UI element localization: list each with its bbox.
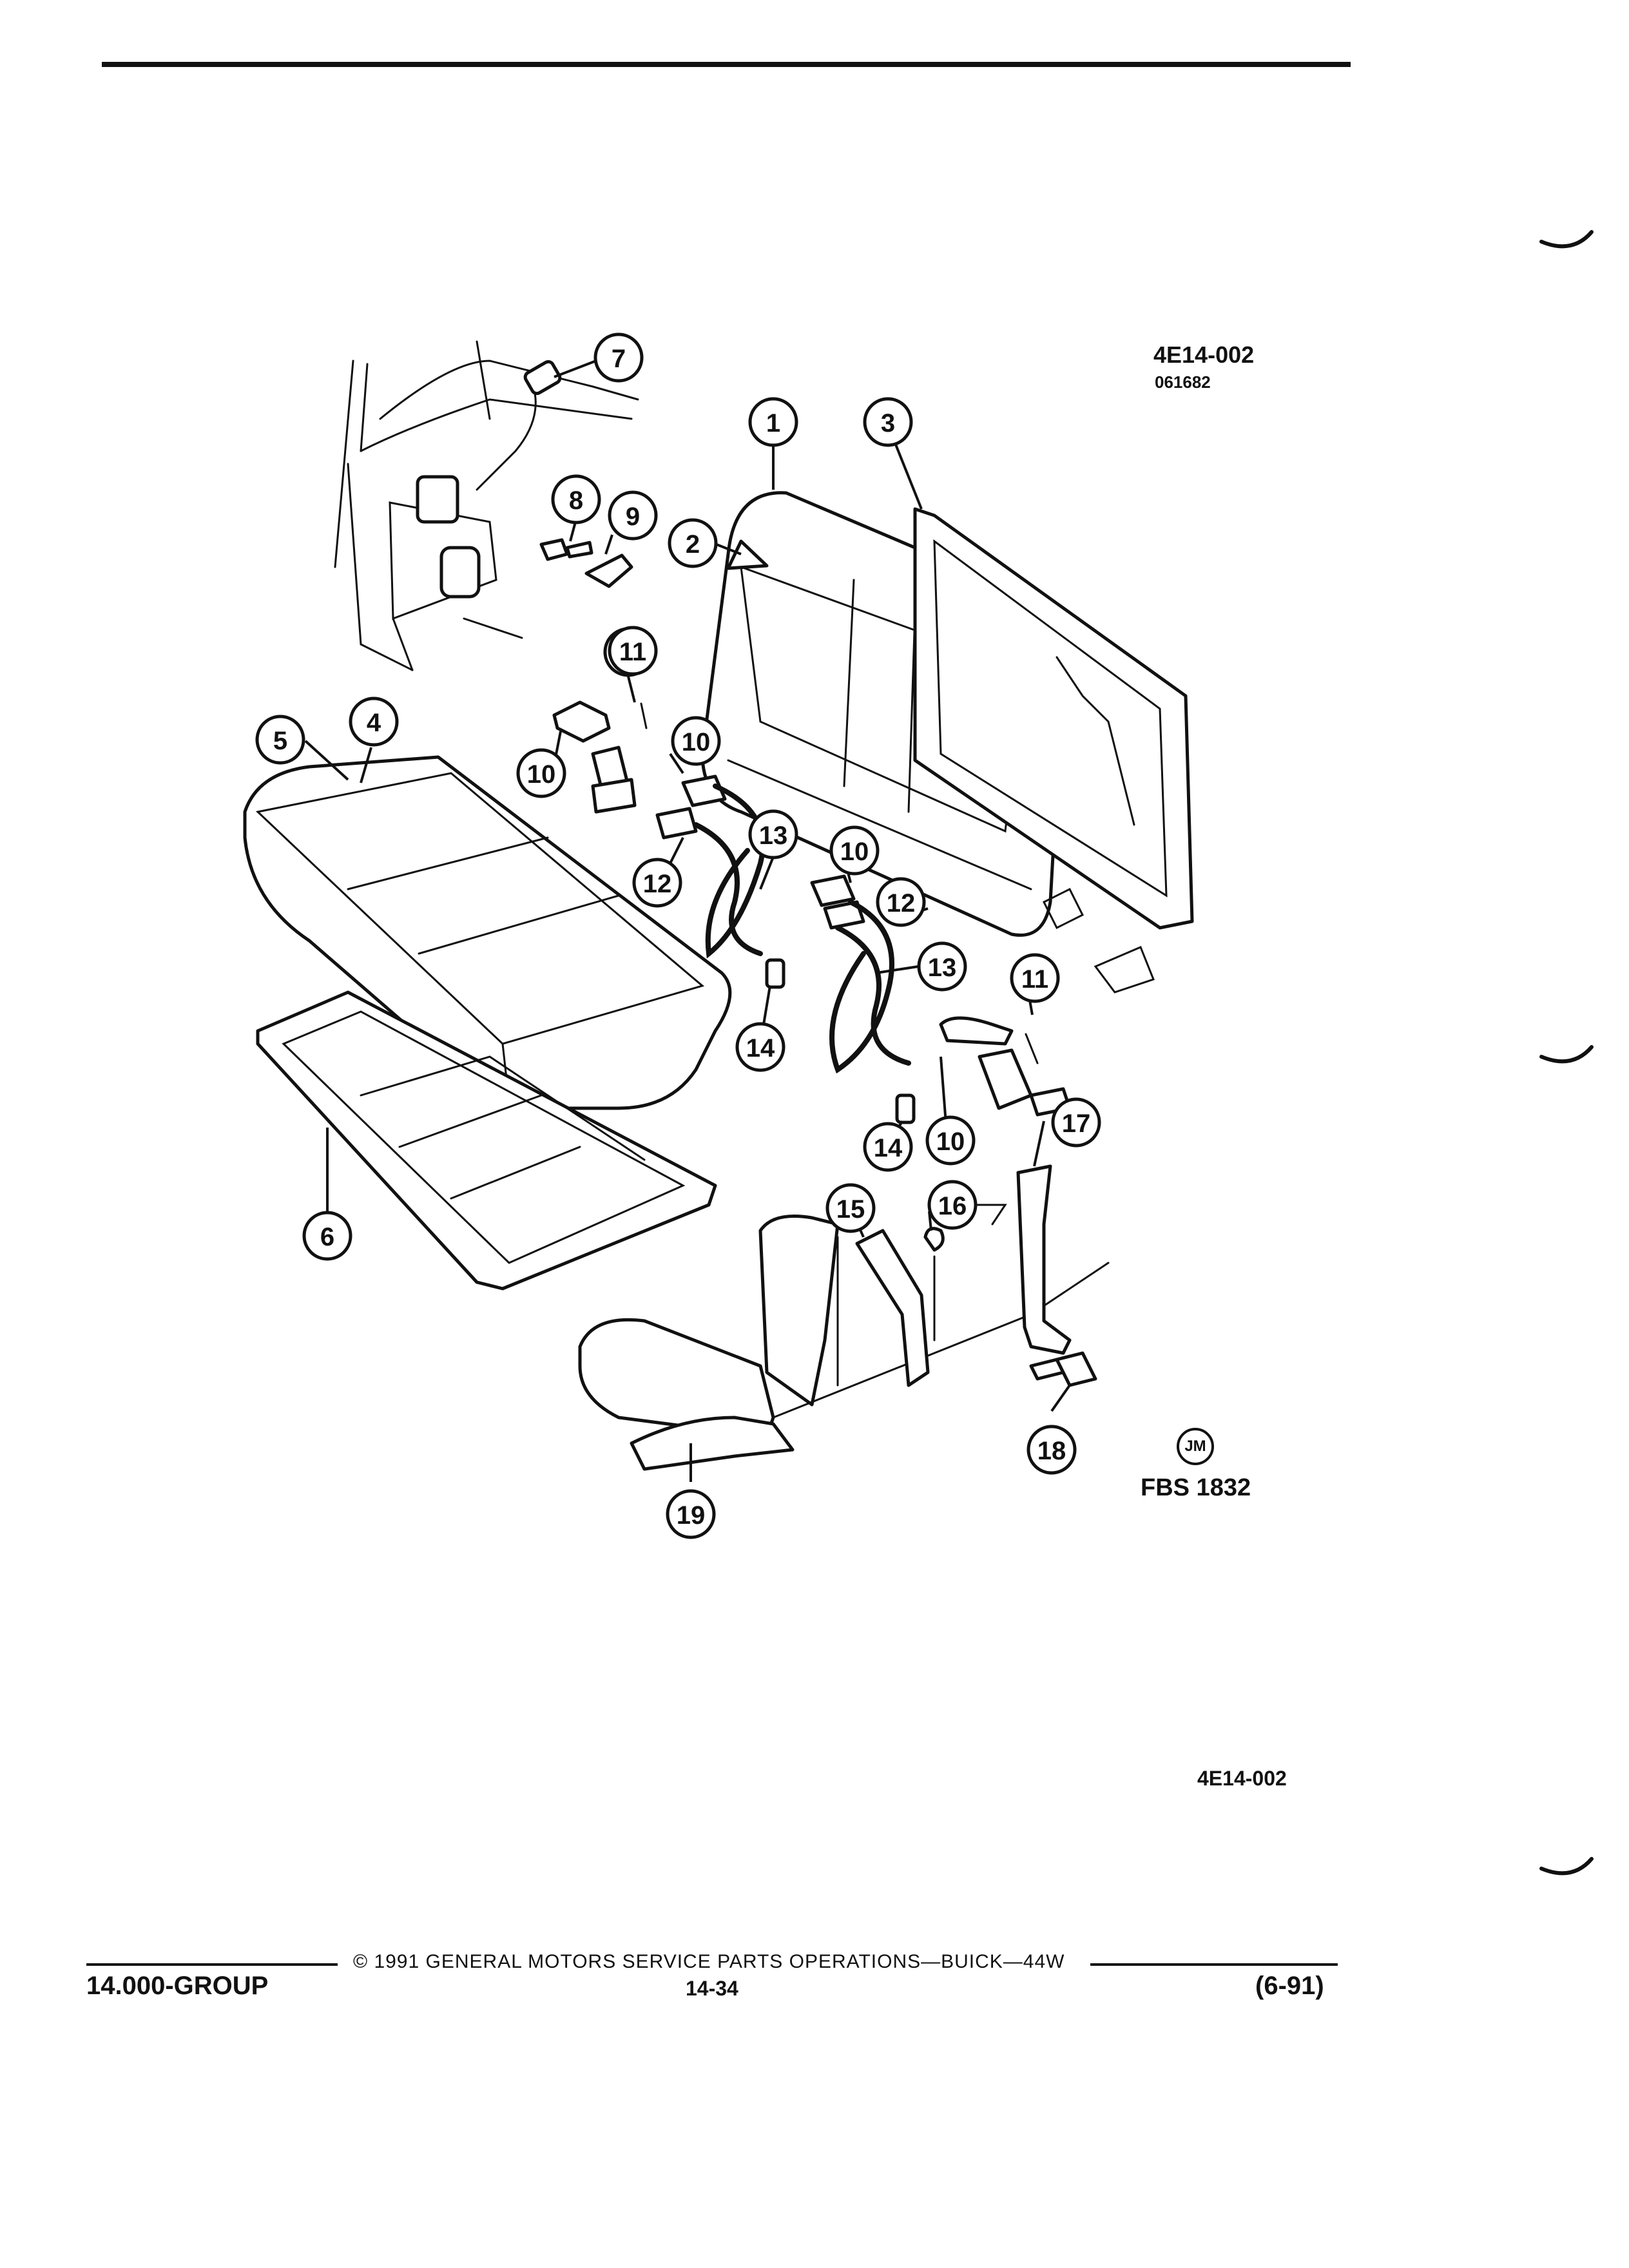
callout-16: 16 xyxy=(927,1180,978,1230)
callout-10: 10 xyxy=(829,825,880,876)
footer-rule-left xyxy=(86,1963,338,1966)
callout-number: 2 xyxy=(686,530,700,559)
callout-number: 14 xyxy=(874,1134,903,1162)
callout-number: 10 xyxy=(840,838,869,866)
callout-number: 9 xyxy=(626,503,640,531)
callout-13: 13 xyxy=(917,941,967,992)
callout-18: 18 xyxy=(1027,1425,1077,1475)
callout-10: 10 xyxy=(925,1115,976,1166)
callout-number: 17 xyxy=(1062,1110,1091,1138)
callout-12: 12 xyxy=(632,858,682,908)
footer-group-label: 14.000-GROUP xyxy=(86,1972,269,2000)
binding-mark-icon xyxy=(1539,1857,1594,1876)
binding-mark-icon xyxy=(1539,1045,1594,1064)
callout-number: 5 xyxy=(273,727,287,755)
binding-mark-icon xyxy=(1539,230,1594,249)
callout-7: 7 xyxy=(593,332,644,383)
belt-retractor-strap xyxy=(855,1229,930,1387)
callout-number: 19 xyxy=(677,1501,706,1530)
fbs-number: FBS 1832 xyxy=(1141,1474,1251,1501)
callout-number: 10 xyxy=(682,728,711,756)
figure-id-top: 4E14-002 xyxy=(1153,341,1255,368)
callout-13: 13 xyxy=(748,809,798,860)
callout-8: 8 xyxy=(551,474,601,524)
footer-revision-date: (6-91) xyxy=(1255,1972,1324,2000)
callout-9: 9 xyxy=(608,490,658,541)
callout-1: 1 xyxy=(748,397,798,447)
anchor-plate xyxy=(1016,1164,1072,1355)
callout-number: 6 xyxy=(320,1223,334,1251)
callout-number: 1 xyxy=(766,409,780,437)
footer-rule-right xyxy=(1090,1963,1338,1966)
callout-14: 14 xyxy=(735,1022,786,1072)
callout-10: 10 xyxy=(516,748,566,798)
front-seat-illustration xyxy=(578,1204,1110,1471)
footer-page-number: 14-34 xyxy=(686,1977,738,2000)
figure-date-code: 061682 xyxy=(1155,372,1211,392)
callout-2: 2 xyxy=(668,518,718,568)
callout-number: 7 xyxy=(612,345,626,373)
callout-number: 14 xyxy=(746,1034,775,1062)
callout-number: 13 xyxy=(759,822,788,850)
callout-number: 4 xyxy=(367,709,381,737)
callout-number: 13 xyxy=(928,954,957,982)
callout-14: 14 xyxy=(863,1122,913,1172)
footer-copyright: © 1991 GENERAL MOTORS SERVICE PARTS OPER… xyxy=(353,1951,1065,1972)
seat-cushion-frame xyxy=(256,990,717,1291)
callout-10: 10 xyxy=(671,716,721,766)
figure-id-bottom: 4E14-002 xyxy=(1197,1767,1287,1790)
callout-number: 11 xyxy=(619,638,646,666)
callout-number: 8 xyxy=(569,486,583,515)
callout-12: 12 xyxy=(876,877,926,927)
callout-11: 11 xyxy=(1010,953,1060,1003)
callout-11: 11 xyxy=(608,626,658,676)
callout-group: 1234567891010101010111112121313141415161… xyxy=(255,332,1101,1539)
callout-number: 11 xyxy=(1021,965,1048,994)
callout-number: 10 xyxy=(936,1128,965,1156)
top-rule xyxy=(102,62,1351,67)
artist-initials-badge: JM xyxy=(1177,1428,1214,1465)
seat-back-frame xyxy=(913,507,1194,994)
callout-number: 10 xyxy=(527,760,556,789)
callout-15: 15 xyxy=(825,1183,876,1233)
callout-number: 12 xyxy=(643,870,672,898)
callout-number: 3 xyxy=(881,409,895,437)
callout-number: 18 xyxy=(1037,1437,1066,1465)
callout-number: 16 xyxy=(938,1192,967,1220)
callout-3: 3 xyxy=(863,397,913,447)
callout-5: 5 xyxy=(255,715,305,765)
callout-17: 17 xyxy=(1051,1097,1101,1148)
door-pillar-illustration xyxy=(334,340,639,671)
callout-19: 19 xyxy=(666,1489,716,1539)
callout-number: 12 xyxy=(887,889,916,918)
callout-6: 6 xyxy=(302,1211,352,1261)
callout-4: 4 xyxy=(349,697,399,747)
callout-number: 15 xyxy=(836,1195,865,1224)
